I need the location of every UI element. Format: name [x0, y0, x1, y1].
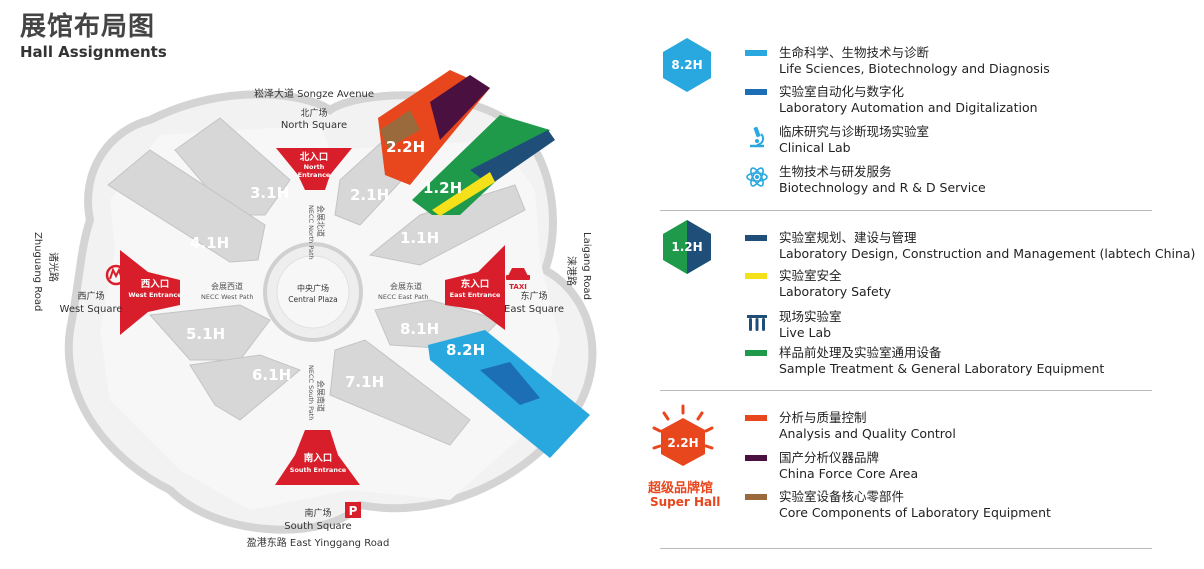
- south-path-en: NECC South Path: [307, 365, 315, 420]
- page-subtitle: Hall Assignments: [20, 43, 167, 61]
- north-road-label: 崧泽大道 Songze Avenue: [254, 87, 374, 100]
- hall-2-2-block[interactable]: [378, 70, 490, 185]
- south-square-cn: 南广场: [304, 507, 331, 519]
- west-road-en: Zhuguang Road: [32, 232, 43, 311]
- hall-label-2-2: 2.2H: [386, 138, 425, 156]
- hall-4-1-block[interactable]: [107, 149, 266, 263]
- south-road-label: 盈港东路 East Yinggang Road: [247, 536, 390, 549]
- atom-icon: [746, 167, 768, 187]
- central-plaza-en: Central Plaza: [288, 295, 337, 304]
- south-entrance-en: South Entrance: [290, 466, 347, 474]
- north-entrance[interactable]: [276, 148, 352, 190]
- hall-label-6-1: 6.1H: [252, 366, 291, 384]
- east-path-label: 会展东道: [390, 281, 422, 291]
- north-square-cn: 北广场: [300, 107, 327, 119]
- svg-text:P: P: [349, 504, 358, 518]
- legend-swatch: [745, 350, 767, 356]
- metro-icon: [105, 264, 127, 286]
- test-tubes-icon: [747, 315, 767, 331]
- badge-2-2: 2.2H: [667, 436, 698, 450]
- east-entrance[interactable]: [445, 245, 505, 330]
- east-entrance-cn: 东入口: [461, 278, 490, 290]
- hall-label-8-2: 8.2H: [446, 341, 485, 359]
- east-entrance-en: East Entrance: [450, 291, 501, 299]
- legend-swatch: [745, 50, 767, 56]
- west-entrance[interactable]: [120, 250, 180, 335]
- east-road-en: Laigang Road: [581, 232, 592, 300]
- legend-swatch: [745, 455, 767, 461]
- legend-swatch: [745, 89, 767, 95]
- east-square-en: East Square: [504, 304, 564, 315]
- west-path-en: NECC West Path: [201, 293, 253, 301]
- north-entrance-en2: Entrance: [298, 171, 331, 179]
- legend-swatch: [745, 235, 767, 241]
- sun-rays: [652, 404, 714, 450]
- legend-swatch: [745, 415, 767, 421]
- hall-label-2-1: 2.1H: [350, 186, 389, 204]
- parking-icon: P: [345, 502, 361, 518]
- hall-label-1-1: 1.1H: [400, 229, 439, 247]
- microscope-icon: [750, 126, 765, 148]
- north-square-en: North Square: [281, 120, 347, 131]
- west-road-cn: 诸光路: [47, 252, 60, 282]
- hall-7-1-block[interactable]: [329, 339, 471, 446]
- north-entrance-en1: North: [304, 163, 325, 171]
- hall-5-1-block[interactable]: [148, 304, 271, 361]
- hall-8-2-block[interactable]: [428, 330, 590, 458]
- west-square-cn: 西广场: [77, 290, 104, 302]
- hall-label-4-1: 4.1H: [190, 234, 229, 252]
- east-road-cn: 涞港路: [565, 256, 578, 286]
- page-title: 展馆布局图: [20, 12, 156, 42]
- hall-label-3-1: 3.1H: [250, 184, 289, 202]
- hall-label-5-1: 5.1H: [186, 325, 225, 343]
- legend-divider: [660, 210, 1152, 211]
- west-square-en: West Square: [60, 304, 123, 315]
- legend-divider: [660, 548, 1152, 549]
- west-path-label: 会展西道: [211, 281, 243, 291]
- east-path-en: NECC East Path: [378, 293, 428, 301]
- central-plaza-cn: 中央广场: [297, 283, 329, 293]
- south-entrance-cn: 南入口: [304, 452, 333, 464]
- hall-6-1-block[interactable]: [189, 354, 301, 421]
- legend-divider: [660, 390, 1152, 391]
- badge-1-2: 1.2H: [671, 240, 702, 254]
- south-entrance[interactable]: [275, 430, 360, 485]
- west-entrance-cn: 西入口: [141, 279, 170, 290]
- west-entrance-en: West Entrance: [128, 291, 182, 299]
- south-square-en: South Square: [284, 521, 351, 532]
- legend-swatch: [745, 494, 767, 500]
- south-path-label: 会展南道: [316, 380, 326, 412]
- north-path-label: 会展北道: [316, 205, 326, 237]
- hall-label-7-1: 7.1H: [345, 373, 384, 391]
- badge-8-2: 8.2H: [671, 58, 702, 72]
- super-hall-cn: 超级品牌馆: [648, 481, 714, 496]
- hall-1-2-block[interactable]: [412, 115, 555, 216]
- legend-swatch: [745, 273, 767, 279]
- north-entrance-cn: 北入口: [300, 151, 329, 163]
- east-square-cn: 东广场: [520, 290, 547, 302]
- hall-1-1-block[interactable]: [368, 184, 526, 266]
- hall-label-1-2: 1.2H: [423, 179, 462, 197]
- taxi-icon: TAXI: [506, 268, 530, 291]
- entrance-shapes: [120, 148, 505, 485]
- badge-8-2-hex: [663, 38, 711, 92]
- badge-2-2-hex: [661, 418, 705, 466]
- hall-label-8-1: 8.1H: [400, 320, 439, 338]
- svg-text:TAXI: TAXI: [509, 283, 527, 291]
- super-hall-en: Super Hall: [650, 495, 721, 509]
- north-path-en: NECC North Path: [307, 205, 315, 260]
